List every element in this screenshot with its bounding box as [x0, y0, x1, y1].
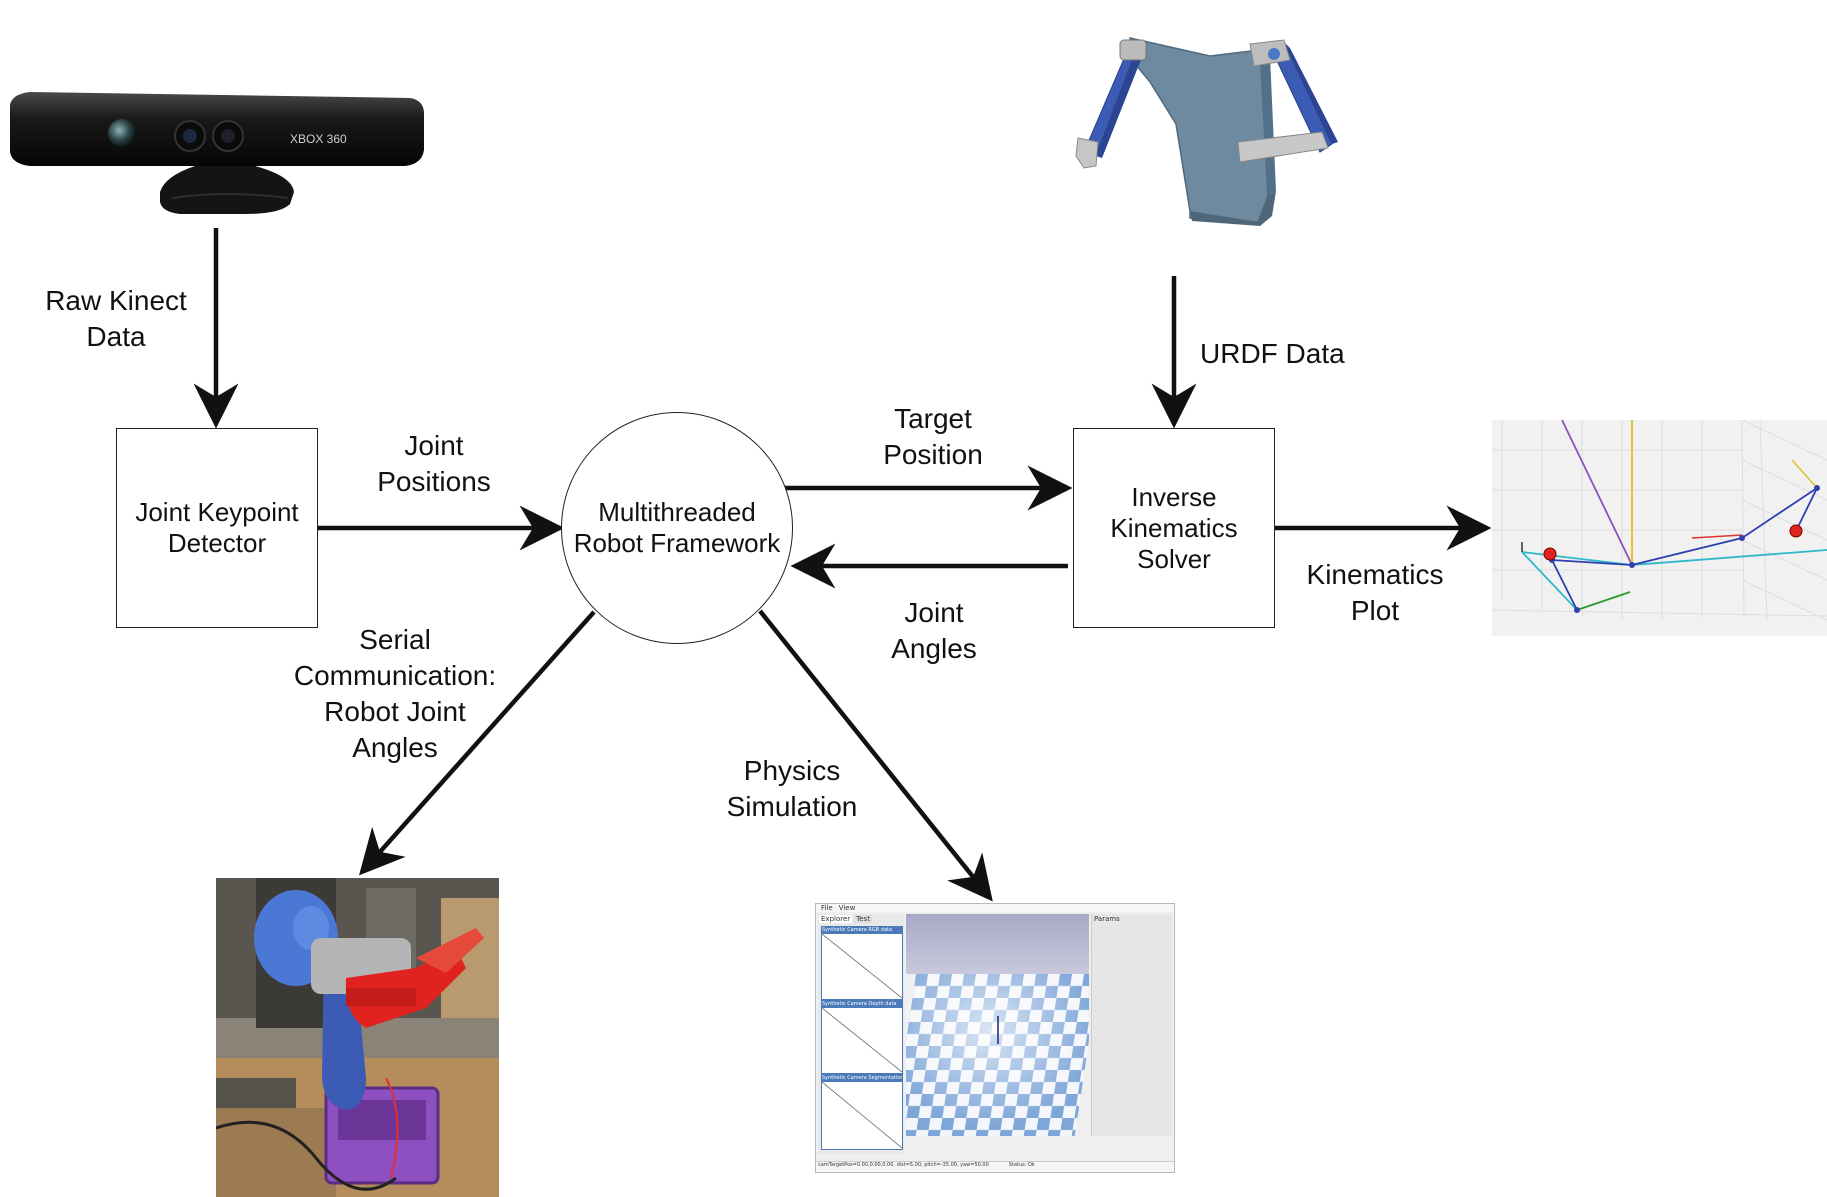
robot-torso-cad-image [1075, 37, 1338, 226]
sim-status-camera: camTargetPos=0.00,0.00,0.00, dist=5.00, … [818, 1162, 989, 1168]
ik-solver-label: Inverse Kinematics Solver [1110, 481, 1238, 574]
robot-framework-node: Multithreaded Robot Framework [561, 412, 793, 644]
physics-simulator-window: File View Explorer Test Synthetic Camera… [815, 903, 1175, 1173]
sim-menubar: File View [816, 904, 1174, 912]
sim-panel-rgb-view [821, 933, 903, 999]
target-position-label: Target Position [883, 403, 983, 470]
sim-panel-depth-title: Synthetic Camera Depth data [822, 1001, 902, 1008]
serial-communication-label: Serial Communication: Robot Joint Angles [293, 624, 497, 763]
sim-params-label: Params [1094, 915, 1120, 923]
kinematics-plot-image [1492, 420, 1827, 636]
sim-panel-seg: Synthetic Camera Segmentation data [821, 1074, 903, 1150]
kinect-brand-text: XBOX 360 [290, 132, 347, 146]
sim-tab-explorer[interactable]: Explorer [819, 915, 853, 923]
robot-framework-label: Multithreaded Robot Framework [573, 497, 781, 558]
sim-3d-viewport [906, 914, 1089, 1136]
kinect-sensor-image: XBOX 360 [10, 92, 424, 214]
arrow-framework-to-sim [758, 609, 993, 902]
sim-panel-rgb: Synthetic Camera RGB data [821, 926, 903, 1000]
joint-keypoint-detector-label: Joint Keypoint Detector [135, 497, 299, 558]
kinematics-plot-label: Kinematics Plot [1306, 559, 1444, 626]
sim-panel-rgb-title: Synthetic Camera RGB data [822, 927, 902, 934]
physics-simulation-label: Physics Simulation [726, 755, 858, 822]
sim-panel-depth: Synthetic Camera Depth data [821, 1000, 903, 1074]
sim-right-panel: Params [1091, 914, 1172, 1136]
urdf-data-label: URDF Data [1200, 338, 1345, 369]
raw-kinect-data-label: Raw Kinect Data [45, 285, 187, 352]
sim-panel-seg-view [821, 1081, 903, 1149]
sim-statusbar: camTargetPos=0.00,0.00,0.00, dist=5.00, … [816, 1161, 1174, 1172]
sim-status-ok: Status: Ok [1008, 1162, 1035, 1168]
joint-keypoint-detector-box: Joint Keypoint Detector [116, 428, 318, 628]
sim-panel-seg-title: Synthetic Camera Segmentation data [822, 1075, 902, 1082]
sim-panel-depth-view [821, 1007, 903, 1073]
joint-angles-label: Joint Angles [891, 597, 977, 664]
robot-arm-photo [216, 878, 499, 1197]
arrow-framework-to-robot [359, 610, 596, 876]
ik-solver-box: Inverse Kinematics Solver [1073, 428, 1275, 628]
sim-left-panel: Explorer Test Synthetic Camera RGB data … [818, 914, 904, 1154]
joint-positions-label: Joint Positions [377, 430, 491, 497]
sim-tab-test[interactable]: Test [854, 915, 872, 923]
sim-menu-file[interactable]: File [821, 904, 833, 912]
sim-menu-view[interactable]: View [838, 904, 856, 912]
